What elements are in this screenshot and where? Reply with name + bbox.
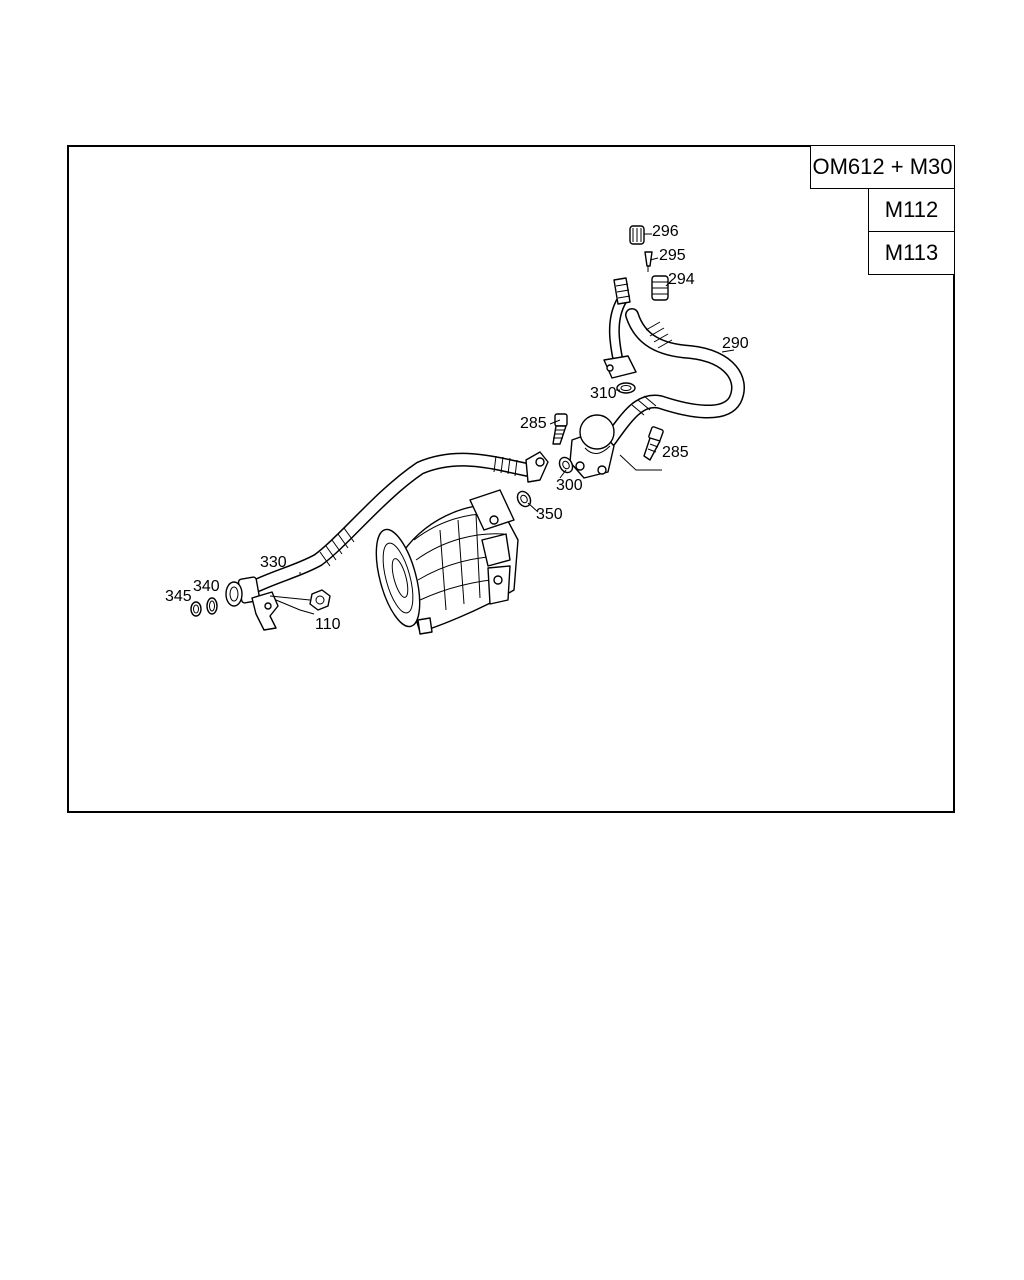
leader-lines <box>269 233 735 615</box>
callout-300: 300 <box>556 477 583 494</box>
callout-294: 294 <box>668 271 695 288</box>
engine-tag-m113: M113 <box>868 231 955 275</box>
callout-285-right: 285 <box>662 444 689 461</box>
callout-330: 330 <box>260 554 287 571</box>
hose-290 <box>603 277 745 447</box>
valve-cap-296 <box>629 225 645 245</box>
connection-block <box>569 414 615 479</box>
engine-tag-m112: M112 <box>868 188 955 232</box>
callout-340: 340 <box>193 578 220 595</box>
callout-110: 110 <box>315 616 341 633</box>
ac-compressor <box>375 489 519 635</box>
seal-345 <box>190 601 202 617</box>
valve-core-295 <box>644 251 653 272</box>
callout-345: 345 <box>165 588 192 605</box>
callout-290: 290 <box>722 335 749 352</box>
bolt-285-left <box>552 413 568 445</box>
seal-340 <box>206 597 218 615</box>
bolt-285-right <box>643 426 664 461</box>
callout-296: 296 <box>652 223 679 240</box>
callout-350: 350 <box>536 506 563 523</box>
diagram-frame <box>67 145 955 813</box>
callout-310: 310 <box>590 385 617 402</box>
callout-285-left: 285 <box>520 415 547 432</box>
engine-tag-om612-m30: OM612 + M30 <box>810 145 955 189</box>
callout-295: 295 <box>659 247 686 264</box>
hose-330 <box>225 451 549 631</box>
nut-110 <box>309 589 331 611</box>
seal-ring-300 <box>558 456 574 474</box>
service-valve-294 <box>651 275 669 301</box>
seal-ring-350 <box>516 490 532 508</box>
o-ring-310 <box>616 382 636 394</box>
